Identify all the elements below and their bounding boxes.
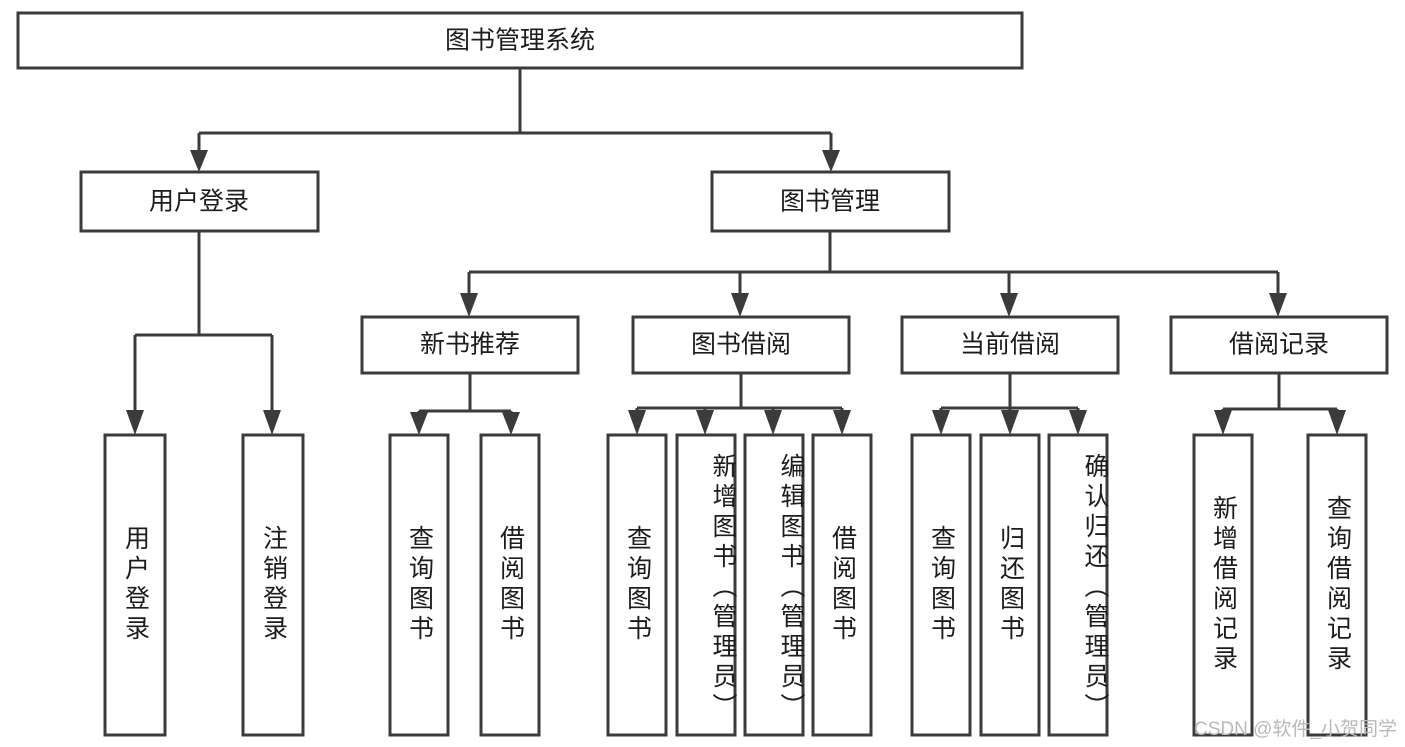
leaf-box-query-book-3[interactable] — [910, 433, 972, 737]
arrow-to-current-borrow — [1000, 293, 1018, 317]
leaf-box-query-book-1[interactable] — [388, 433, 450, 737]
leaf-box-borrow-book-2[interactable] — [811, 433, 873, 737]
leaf-box-return-book[interactable] — [979, 433, 1041, 737]
leaf-box-confirm-return[interactable] — [1047, 433, 1109, 737]
node-new-book-recommend-label: 新书推荐 — [420, 331, 520, 359]
node-root[interactable]: 图书管理系统 — [16, 11, 1024, 70]
arrow-to-leaf-edit-book — [764, 410, 782, 435]
arrow-to-new-book-recommend — [460, 293, 478, 317]
leaf-box-edit-book[interactable] — [743, 433, 805, 737]
node-book-management[interactable]: 图书管理 — [710, 170, 951, 233]
node-borrow-record[interactable]: 借阅记录 — [1169, 315, 1389, 375]
connector-book-borrow-to-leaves — [628, 373, 851, 435]
arrow-to-leaf-confirm-return — [1069, 410, 1087, 435]
connector-new-book-recommend-to-leaves — [410, 373, 520, 435]
arrow-to-leaf-borrow-book-1 — [502, 412, 520, 435]
arrow-to-book-management — [822, 150, 840, 172]
leaf-box-query-book-2[interactable] — [606, 433, 668, 737]
arrow-to-leaf-logout — [263, 410, 281, 435]
node-current-borrow-label: 当前借阅 — [960, 331, 1060, 359]
connector-borrow-record-to-leaves — [1214, 373, 1346, 435]
arrow-to-leaf-add-book — [696, 410, 714, 435]
node-user-login[interactable]: 用户登录 — [79, 170, 320, 233]
node-borrow-record-label: 借阅记录 — [1229, 331, 1329, 359]
node-root-label: 图书管理系统 — [445, 27, 595, 55]
arrow-to-leaf-query-book-1 — [410, 412, 428, 435]
leaf-box-query-record[interactable] — [1306, 433, 1368, 737]
connector-root-to-level2 — [190, 68, 840, 172]
node-new-book-recommend-box — [360, 315, 580, 375]
connector-book-management-to-level3 — [460, 231, 1287, 317]
arrow-to-leaf-query-book-3 — [932, 410, 950, 435]
leaf-box-add-record[interactable] — [1192, 433, 1254, 737]
node-user-login-box — [79, 170, 320, 233]
node-current-borrow-box — [900, 315, 1120, 375]
arrow-to-leaf-add-record — [1214, 410, 1232, 435]
node-root-box — [16, 11, 1024, 70]
arrow-to-leaf-return-book — [1001, 410, 1019, 435]
arrow-to-leaf-query-book-2 — [628, 410, 646, 435]
leaf-box-add-book[interactable] — [675, 433, 737, 737]
node-book-management-label: 图书管理 — [780, 188, 880, 216]
arrow-to-leaf-borrow-book-2 — [833, 410, 851, 435]
node-book-borrow[interactable]: 图书借阅 — [631, 315, 851, 375]
connector-user-login-to-leaves — [126, 231, 281, 435]
leaf-box-user-login[interactable] — [103, 433, 167, 737]
leaf-box-logout[interactable] — [241, 433, 305, 737]
arrow-to-leaf-user-login — [126, 410, 144, 435]
arrow-to-leaf-query-record — [1328, 410, 1346, 435]
node-new-book-recommend[interactable]: 新书推荐 — [360, 315, 580, 375]
arrow-to-borrow-record — [1269, 293, 1287, 317]
arrow-to-book-borrow — [731, 293, 749, 317]
arrow-to-user-login — [190, 150, 208, 172]
leaf-box-borrow-book-1[interactable] — [479, 433, 541, 737]
connector-current-borrow-to-leaves — [932, 373, 1087, 435]
node-book-borrow-label: 图书借阅 — [691, 331, 791, 359]
csdn-watermark: CSDN @软件_小贺同学 — [1194, 719, 1397, 740]
node-user-login-label: 用户登录 — [149, 188, 249, 216]
node-current-borrow[interactable]: 当前借阅 — [900, 315, 1120, 375]
